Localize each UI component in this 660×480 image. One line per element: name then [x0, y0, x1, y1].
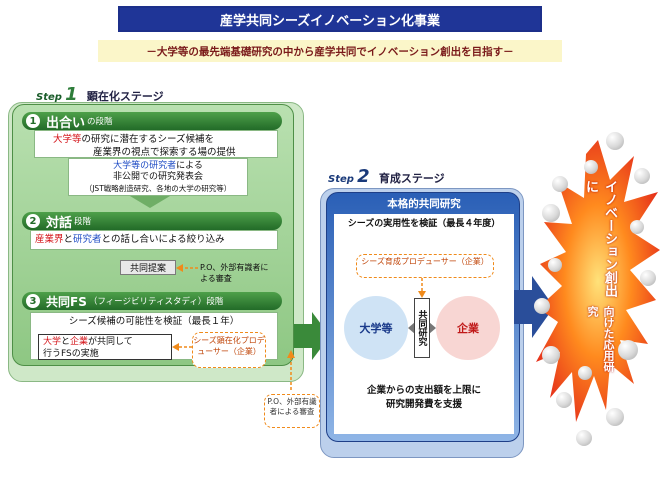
decor-sphere	[634, 168, 650, 184]
phase1-research-box: 大学等の研究者による 非公開での研究発表会 （JST戦略創造研究、各地の大学の研…	[68, 158, 248, 196]
producer-arrow-left	[172, 343, 192, 351]
decor-sphere	[542, 204, 560, 222]
phase2-desc: 産業界と研究者との話し合いによる絞り込み	[30, 230, 278, 250]
phase1-univ-text: 大学等	[53, 134, 82, 145]
company-circle: 企業	[436, 296, 500, 360]
phase2-and-1: と	[63, 234, 74, 245]
step2-label: Step 2 育成ステージ	[328, 166, 445, 187]
phase2-industry-text: 産業界	[35, 234, 64, 245]
goal-line1: イノベーション創出に	[583, 180, 617, 297]
decor-sphere	[606, 408, 624, 426]
step1-number: 1	[65, 84, 78, 105]
decor-sphere	[578, 366, 592, 380]
phase1-title: 出合い	[46, 115, 86, 131]
phase3-company-text: 企業	[70, 337, 89, 347]
decor-sphere	[618, 340, 638, 360]
step2-word: Step	[328, 174, 354, 185]
phase2-desc-rest: との話し合いによる絞り込み	[101, 234, 225, 245]
step2-footer-line1: 企業からの支出額を上限に	[366, 385, 481, 396]
step2-subheader: シーズの実用性を検証（最長４年度）	[347, 219, 501, 229]
phase3-line1: シーズ候補の可能性を検証（最長１年）	[68, 316, 240, 327]
decor-sphere	[584, 160, 598, 174]
page-title: 産学共同シーズイノベーション化事業	[118, 6, 542, 32]
page-subtitle: －大学等の最先端基礎研究の中から産学共同でイノベーション創出を目指す－	[98, 40, 562, 62]
phase1-number: 1	[26, 114, 40, 128]
bottom-review-note: P.O、外部有識者による審査	[264, 394, 320, 428]
joint-proposal-box: 共同提案	[120, 260, 176, 275]
phase1-header: 1 出合い の段階	[22, 112, 282, 131]
decor-sphere	[640, 270, 656, 286]
phase3-number: 3	[26, 294, 40, 308]
phase1-title-suffix: の段階	[87, 117, 113, 127]
producer-down-arrow	[418, 278, 426, 298]
decor-sphere	[542, 346, 560, 364]
step1-word: Step	[36, 92, 62, 103]
phase3-title: 共同FS	[46, 294, 87, 309]
bottom-review-arrow	[287, 350, 295, 390]
phase1-line2: 産業界の視点で探索する場の提供	[93, 147, 236, 158]
decor-sphere	[606, 132, 624, 150]
step2-footer-line2: 研究開発費を支援	[385, 399, 462, 410]
decor-sphere	[556, 392, 572, 408]
goal-text: イノベーション創出に 向けた応用研究	[578, 180, 622, 380]
phase2-researcher-text: 研究者	[73, 234, 102, 245]
step1-label: Step 1 顕在化ステージ	[36, 84, 164, 105]
phase1-line3-rest: による	[176, 161, 203, 171]
phase1-researcher-text: 大学等の研究者	[113, 161, 177, 171]
step2-name: 育成ステージ	[378, 172, 445, 185]
decor-sphere	[576, 430, 592, 446]
joint-research-label: 共同研究	[414, 298, 430, 358]
phase3-header: 3 共同FS （フィージビリティスタディ）段階	[22, 292, 282, 310]
univ-circle: 大学等	[344, 296, 408, 360]
phase2-title-suffix: 段階	[74, 217, 92, 227]
phase3-line2-rest: が共同して	[88, 337, 133, 347]
step1-name: 顕在化ステージ	[86, 90, 164, 103]
step2-header: 本格的共同研究	[387, 198, 461, 210]
phase1-line1-rest: の研究に潜在するシーズ候補を	[81, 134, 215, 145]
phase3-fs-box: 大学と企業が共同して 行うFSの実施	[38, 334, 172, 360]
phase3-title-suffix: （フィージビリティスタディ）段階	[88, 297, 224, 307]
phase2-number: 2	[26, 214, 40, 228]
phase3-univ-text: 大学	[43, 337, 62, 347]
phase1-line5: （JST戦略創造研究、各地の大学の研究等）	[84, 184, 232, 193]
phase1-line4: 非公開での研究発表会	[112, 172, 203, 182]
decor-sphere	[534, 298, 550, 314]
fs-producer-box: シーズ顕在化プロデューサー（企業）	[192, 332, 266, 368]
phase1-line1: 大学等の研究に潜在するシーズ候補を	[53, 133, 273, 146]
decor-sphere	[552, 176, 568, 192]
review-arrow-left	[176, 264, 198, 272]
decor-sphere	[548, 258, 562, 272]
phase3-line3: 行うFSの実施	[43, 349, 99, 359]
phase3-line2: 大学と企業が共同して	[43, 336, 167, 348]
review-note: P.O、外部有識者による審査	[200, 263, 269, 283]
step2-producer-box: シーズ育成プロデューサー（企業）	[356, 254, 494, 278]
decor-sphere	[630, 220, 644, 234]
phase1-arrow-down	[130, 196, 170, 208]
step2-number: 2	[357, 166, 370, 187]
step2-footer: 企業からの支出額を上限に 研究開発費を支援	[334, 384, 514, 412]
phase3-and: と	[61, 337, 71, 347]
goal-line2: 向けた応用研究	[586, 305, 615, 372]
phase1-desc: 大学等の研究に潜在するシーズ候補を 産業界の視点で探索する場の提供	[34, 130, 278, 158]
phase1-line3: 大学等の研究者による	[73, 161, 243, 172]
phase2-title: 対話	[46, 215, 73, 231]
phase2-header: 2 対話 段階	[22, 212, 282, 231]
innovation-burst-shape	[536, 140, 660, 422]
